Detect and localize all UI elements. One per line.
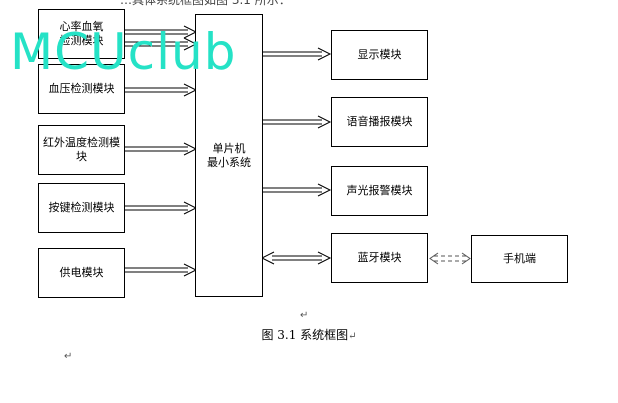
key-detection-module: 按键检测模块 — [38, 183, 125, 233]
arrow-power-to-mcu — [124, 263, 198, 277]
infrared-temperature-module: 红外温度检测模块 — [38, 125, 125, 175]
arrow-bp-to-mcu — [124, 83, 198, 97]
arrow-key-to-mcu — [124, 201, 198, 215]
mcu-minimal-system: 单片机最小系统 — [195, 14, 263, 297]
arrow-bt-phone-dashed — [429, 252, 471, 265]
bluetooth-module: 蓝牙模块 — [331, 233, 428, 283]
paragraph-mark: ↵ — [64, 351, 73, 362]
blood-pressure-module: 血压检测模块 — [38, 64, 125, 114]
paragraph-mark: ↵ — [300, 310, 309, 321]
display-module: 显示模块 — [331, 30, 428, 80]
mcuclub-watermark: MCUclub — [10, 23, 237, 81]
voice-broadcast-module: 语音播报模块 — [331, 97, 428, 147]
mobile-phone-terminal: 手机端 — [471, 235, 568, 283]
arrow-mcu-to-display — [262, 47, 332, 61]
arrow-ir-to-mcu — [124, 142, 198, 156]
power-supply-module: 供电模块 — [38, 248, 125, 298]
arrow-heart-to-mcu — [124, 25, 198, 51]
arrow-mcu-to-alarm — [262, 183, 332, 197]
sound-light-alarm-module: 声光报警模块 — [331, 166, 428, 216]
figure-caption: 图 3.1 系统框图↵ — [261, 328, 357, 342]
heart-rate-spo2-module: 心率血氧检测模块 — [38, 9, 125, 59]
arrow-mcu-to-voice — [262, 115, 332, 129]
arrow-mcu-bt-bidirectional — [260, 251, 332, 265]
header-text-fragment: …具体系统框图如图 3.1 所示： — [120, 0, 291, 7]
